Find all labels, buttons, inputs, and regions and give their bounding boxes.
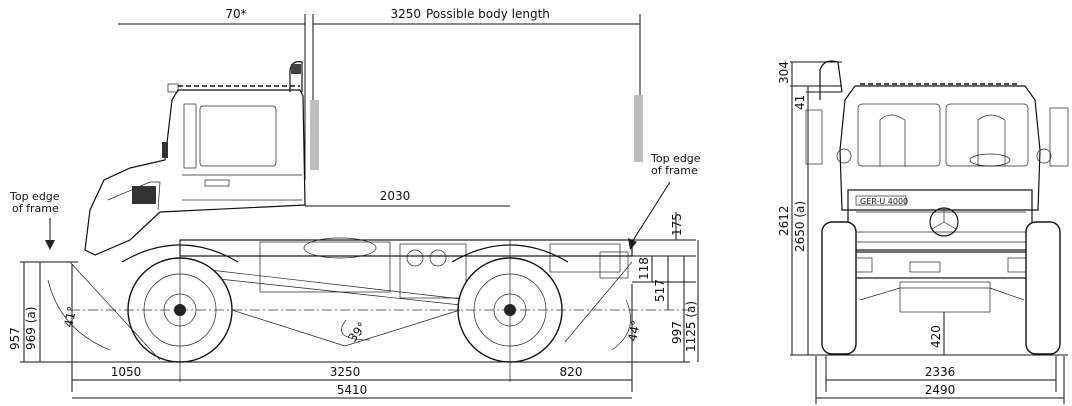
dim-820: 820 [560,365,583,379]
dim-body-length-value: 3250 [390,7,421,21]
front-left-tyre [821,221,857,355]
dim-41: 41 [793,95,807,110]
front-right-tyre [1025,221,1061,355]
approach-angle: 41° [61,305,79,329]
dim-1125a: 1125 (a) [684,301,698,352]
dim-304: 304 [777,61,791,84]
dim-2612: 2612 [777,205,791,236]
dim-175: 175 [670,213,684,236]
dim-420: 420 [929,325,943,348]
dim-70: 70* [225,7,246,21]
dim-5410: 5410 [337,383,368,397]
dim-997: 997 [670,321,684,344]
dim-2490: 2490 [925,383,956,397]
breakover-angle: 39° [345,319,369,344]
right-frame-note-1: Top edge [650,152,701,165]
dim-2030: 2030 [380,189,411,203]
dim-957: 957 [8,327,22,350]
body-start-marker [310,100,319,170]
left-frame-note-1: Top edge [9,190,60,203]
left-frame-note-2: of frame [12,202,59,215]
dim-1050: 1050 [111,365,142,379]
dim-body-length-label: Possible body length [426,7,550,21]
departure-angle: 44° [625,319,643,343]
dim-3250-wheelbase: 3250 [330,365,361,379]
mercedes-star-icon [929,207,959,237]
dim-118: 118 [637,257,651,280]
front-view: GER-U 4000 304 41 2612 2650 (a [777,60,1069,404]
right-frame-note-2: of frame [651,164,698,177]
dim-2336: 2336 [925,365,956,379]
dim-517: 517 [653,279,667,302]
dim-969a: 969 (a) [24,307,38,350]
body-end-marker [634,95,643,162]
side-view: 70* 3250 Possible body length 2030 Top e… [8,7,701,399]
dim-2650a: 2650 (a) [793,201,807,252]
license-plate: GER-U 4000 [860,197,908,206]
